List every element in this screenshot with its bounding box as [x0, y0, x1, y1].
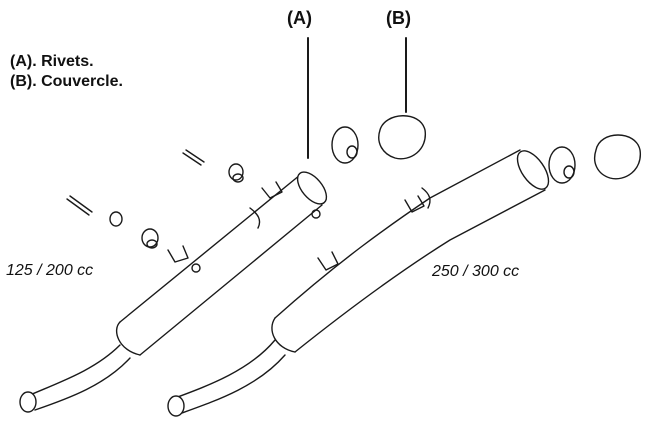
- model-label-125-200: 125 / 200 cc: [6, 262, 94, 279]
- callout-a-label: (A): [287, 8, 312, 28]
- legend-rivets: (A). Rivets.: [10, 53, 94, 70]
- rivet-set-upper: [182, 149, 244, 183]
- legend-couvercle: (B). Couvercle.: [10, 73, 123, 90]
- legend: (A). Rivets. (B). Couvercle.: [10, 52, 123, 92]
- tailpipe-outlet-large: [167, 395, 185, 417]
- muffler-250-300: [167, 149, 550, 417]
- cover-b-small: [331, 115, 426, 164]
- callout-b-label: (B): [386, 8, 411, 28]
- model-label-250-300: 250 / 300 cc: [432, 263, 520, 280]
- cover-b-large: [548, 134, 641, 184]
- rivet-set-lower: [66, 195, 159, 249]
- muffler-125-200: [19, 171, 328, 413]
- tailpipe-outlet-small: [19, 391, 37, 413]
